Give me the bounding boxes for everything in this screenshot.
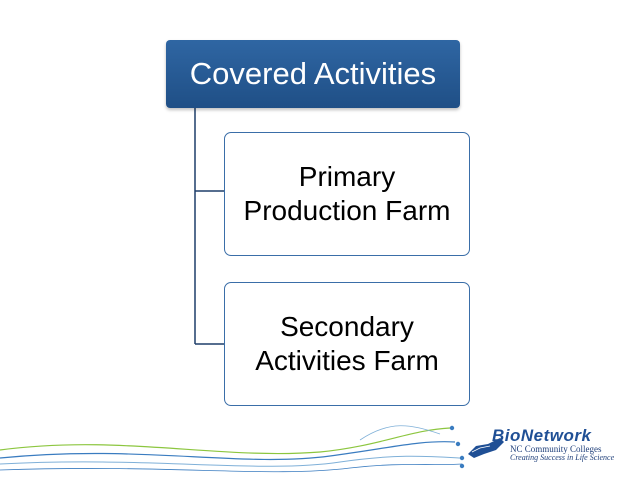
footer-swoosh-dot xyxy=(459,463,465,469)
child-node-primary-line2: Production Farm xyxy=(243,195,451,226)
footer-swoosh-line xyxy=(0,463,463,473)
logo-wordmark: BioNetwork xyxy=(492,426,592,445)
bionetwork-logo: BioNetwork NC Community Colleges Creatin… xyxy=(466,424,634,464)
footer-swoosh-line xyxy=(0,427,451,455)
nc-state-map-icon xyxy=(468,438,504,458)
footer-swoosh-line xyxy=(359,425,441,441)
footer-swoosh-dot xyxy=(449,425,455,431)
footer-swoosh-line xyxy=(0,455,461,467)
logo-tagline-1: NC Community Colleges xyxy=(510,444,602,454)
child-node-primary-line1: Primary xyxy=(298,161,396,192)
footer-swoosh-dot xyxy=(455,441,461,447)
child-node-secondary-line1: Secondary xyxy=(280,311,414,342)
root-node-label: Covered Activities xyxy=(189,56,437,91)
child-node-secondary: Secondary Activities Farm xyxy=(224,282,470,406)
root-node: Covered Activities xyxy=(166,40,460,108)
footer-swoosh-decoration xyxy=(0,425,465,473)
footer-swoosh-line xyxy=(0,441,456,461)
logo-tagline-2: Creating Success in Life Science xyxy=(510,453,615,462)
footer-swoosh-dot xyxy=(459,455,465,461)
child-node-secondary-line2: Activities Farm xyxy=(255,345,439,376)
child-node-primary: Primary Production Farm xyxy=(224,132,470,256)
